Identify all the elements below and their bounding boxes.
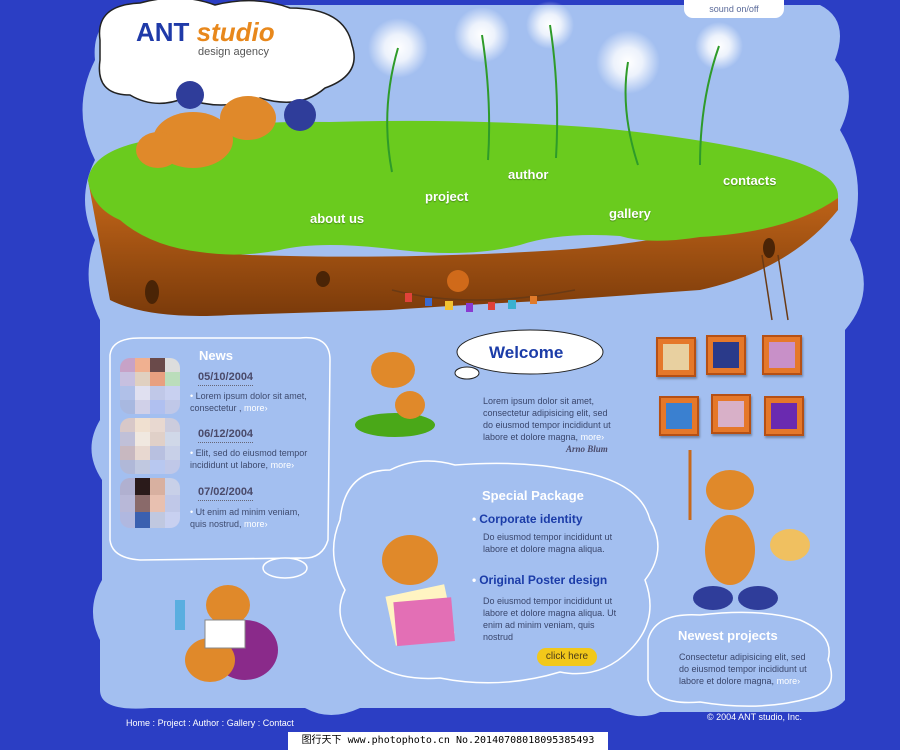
project-thumbnail[interactable] (656, 337, 696, 377)
newest-projects-text: Consectetur adipisicing elit, sed do eiu… (679, 652, 807, 686)
news-item: • Lorem ipsum dolor sit amet, consectetu… (190, 391, 307, 413)
click-here-button[interactable]: click here (537, 648, 597, 666)
logo-title[interactable]: ANT studio (136, 17, 275, 48)
poster-design-link[interactable]: Original Poster design (472, 573, 607, 587)
news-more-link[interactable]: more (244, 403, 265, 413)
welcome-body: Lorem ipsum dolor sit amet, consectetur … (483, 395, 618, 443)
newest-projects-body: Consectetur adipisicing elit, sed do eiu… (679, 651, 814, 687)
special-package-title: Special Package (482, 488, 584, 503)
project-thumbnail[interactable] (659, 396, 699, 436)
more-arrow-icon: › (291, 460, 295, 470)
copyright: © 2004 ANT studio, Inc. (707, 712, 803, 722)
more-arrow-icon: › (797, 676, 801, 686)
news-thumbnail[interactable] (120, 358, 180, 414)
logo-ant: ANT (136, 17, 190, 47)
corporate-identity-text: Do eiusmod tempor incididunt ut labore e… (483, 532, 613, 554)
footer-project-link[interactable]: Project (157, 718, 186, 728)
news-thumbnail[interactable] (120, 418, 180, 474)
poster-design-text: Do eiusmod tempor incididunt ut labore e… (483, 596, 617, 642)
news-text: Ut enim ad minim veniam, quis nostrud, (190, 507, 300, 529)
welcome-more-link[interactable]: more (580, 432, 602, 442)
footer-contact-link[interactable]: Contact (262, 718, 294, 728)
footer-separator: : (221, 718, 225, 728)
watermark-banner: 图行天下 www.photophoto.cn No.20140708018095… (288, 732, 608, 750)
more-arrow-icon: › (601, 432, 605, 442)
nav-project[interactable]: project (425, 189, 469, 204)
news-title: News (199, 348, 233, 363)
footer-home-link[interactable]: Home (126, 718, 151, 728)
footer-gallery-link[interactable]: Gallery (226, 718, 256, 728)
project-thumbnail[interactable] (711, 394, 751, 434)
sound-toggle-button[interactable]: sound on/off (684, 0, 784, 18)
news-more-link[interactable]: more (244, 519, 265, 529)
news-text: Lorem ipsum dolor sit amet, consectetur … (190, 391, 307, 413)
news-item: • Elit, sed do eiusmod tempor incididunt… (190, 448, 308, 470)
welcome-text: Lorem ipsum dolor sit amet, consectetur … (483, 396, 611, 442)
logo-studio: studio (196, 17, 275, 47)
news-item: • Ut enim ad minim veniam, quis nostrud,… (190, 507, 300, 529)
news-date: 06/12/2004 (198, 428, 254, 443)
project-thumbnail[interactable] (706, 335, 746, 375)
footer-separator: : (152, 718, 156, 728)
newest-projects-title: Newest projects (678, 628, 778, 643)
more-arrow-icon: › (264, 403, 268, 413)
projects-more-link[interactable]: more (776, 676, 798, 686)
project-thumbnail[interactable] (764, 396, 804, 436)
welcome-title: Welcome (489, 343, 564, 362)
news-thumbnail[interactable] (120, 478, 180, 528)
footer-separator: : (257, 718, 261, 728)
news-date: 05/10/2004 (198, 371, 254, 386)
logo-tagline: design agency (198, 46, 269, 58)
footer-nav: Home : Project : Author : Gallery : Cont… (126, 718, 294, 728)
news-more-link[interactable]: more (270, 460, 292, 470)
footer-author-link[interactable]: Author (192, 718, 220, 728)
footer-separator: : (188, 718, 191, 728)
more-arrow-icon: › (264, 519, 268, 529)
news-date: 07/02/2004 (198, 486, 254, 501)
nav-gallery[interactable]: gallery (609, 206, 651, 221)
corporate-identity-link[interactable]: Corporate identity (472, 512, 582, 526)
news-text: Elit, sed do eiusmod tempor incididunt u… (190, 448, 308, 470)
nav-author[interactable]: author (508, 167, 549, 182)
nav-contacts[interactable]: contacts (723, 173, 777, 188)
welcome-author: Arno Blum (566, 444, 608, 454)
project-thumbnail[interactable] (762, 335, 802, 375)
nav-about-us[interactable]: about us (310, 211, 365, 226)
